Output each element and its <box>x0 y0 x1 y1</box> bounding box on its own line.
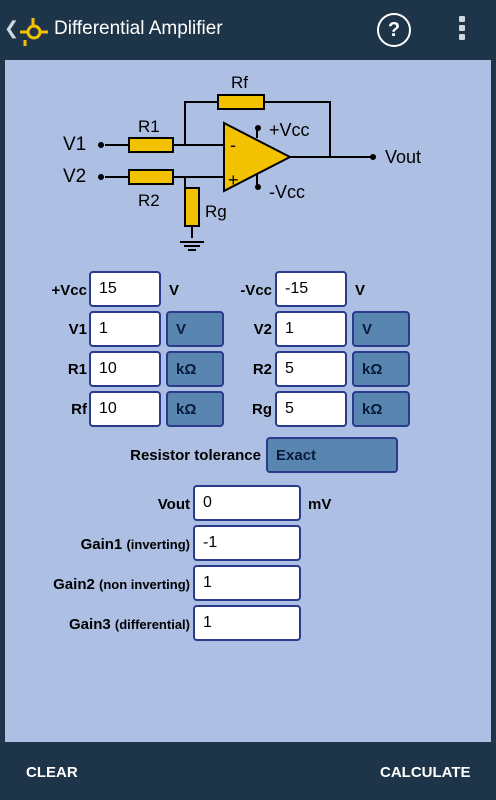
label-minus: - <box>230 135 236 155</box>
pvcc-label: +Vcc <box>51 282 87 299</box>
help-icon[interactable]: ? <box>377 13 411 47</box>
v2-input[interactable]: 1 <box>275 311 347 347</box>
label-r2: R2 <box>138 191 160 210</box>
v1-label: V1 <box>68 321 87 338</box>
back-icon[interactable]: ❮ <box>4 18 20 38</box>
label-pvcc: +Vcc <box>269 120 310 140</box>
resistor-rf <box>217 94 265 110</box>
v2-label: V2 <box>253 321 272 338</box>
label-r1: R1 <box>138 117 160 136</box>
r1-label: R1 <box>67 361 87 378</box>
rf-label: Rf <box>71 401 87 418</box>
op-amp-symbol <box>223 121 293 193</box>
resistor-r1 <box>128 137 174 153</box>
gain2-output: 1 <box>193 565 301 601</box>
gain2-label: Gain2 (non inverting) <box>53 576 190 593</box>
v1-unit-select[interactable]: V <box>166 311 224 347</box>
r2-unit-select[interactable]: kΩ <box>352 351 410 387</box>
nvcc-unit: V <box>355 282 366 299</box>
label-rf: Rf <box>231 73 248 92</box>
clear-button[interactable]: CLEAR <box>26 764 78 781</box>
label-vout: Vout <box>385 147 421 167</box>
resistor-rg <box>184 187 200 227</box>
label-plus: + <box>228 170 239 190</box>
app-bar: ❮ Differential Amplifier ? <box>0 0 496 60</box>
rg-label: Rg <box>252 401 272 418</box>
pvcc-unit: V <box>169 282 180 299</box>
rg-input[interactable]: 5 <box>275 391 347 427</box>
label-rg: Rg <box>205 202 227 221</box>
bottom-button-bar: CLEAR CALCULATE <box>0 742 496 800</box>
resistor-r2 <box>128 169 174 185</box>
gain3-label: Gain3 (differential) <box>69 616 190 633</box>
r1-input[interactable]: 10 <box>89 351 161 387</box>
label-v1: V1 <box>63 134 86 155</box>
r2-input[interactable]: 5 <box>275 351 347 387</box>
v1-input[interactable]: 1 <box>89 311 161 347</box>
calculator-panel: Rf R1 R2 Rg V1 V2 +Vcc -Vcc Vout - + +Vc… <box>5 60 491 742</box>
gain1-output: -1 <box>193 525 301 561</box>
rg-unit-select[interactable]: kΩ <box>352 391 410 427</box>
tolerance-select[interactable]: Exact <box>266 437 398 473</box>
vout-output: 0 <box>193 485 301 521</box>
rf-unit-select[interactable]: kΩ <box>166 391 224 427</box>
r2-label: R2 <box>252 361 272 378</box>
tolerance-label: Resistor tolerance <box>130 447 261 464</box>
vout-unit: mV <box>308 496 332 513</box>
circuit-logo-icon[interactable] <box>16 14 50 48</box>
gain3-output: 1 <box>193 605 301 641</box>
label-nvcc: -Vcc <box>269 182 305 202</box>
label-v2: V2 <box>63 166 86 187</box>
nvcc-input[interactable]: -15 <box>275 271 347 307</box>
calculate-button[interactable]: CALCULATE <box>380 764 471 781</box>
app-title: Differential Amplifier <box>54 18 223 39</box>
v2-unit-select[interactable]: V <box>352 311 410 347</box>
vout-label: Vout <box>157 496 190 513</box>
circuit-diagram: Rf R1 R2 Rg V1 V2 +Vcc -Vcc Vout - + <box>63 73 421 251</box>
rf-input[interactable]: 10 <box>89 391 161 427</box>
overflow-menu-icon[interactable] <box>458 16 466 44</box>
r1-unit-select[interactable]: kΩ <box>166 351 224 387</box>
pvcc-input[interactable]: 15 <box>89 271 161 307</box>
nvcc-label: -Vcc <box>240 282 272 299</box>
gain1-label: Gain1 (inverting) <box>80 536 190 553</box>
